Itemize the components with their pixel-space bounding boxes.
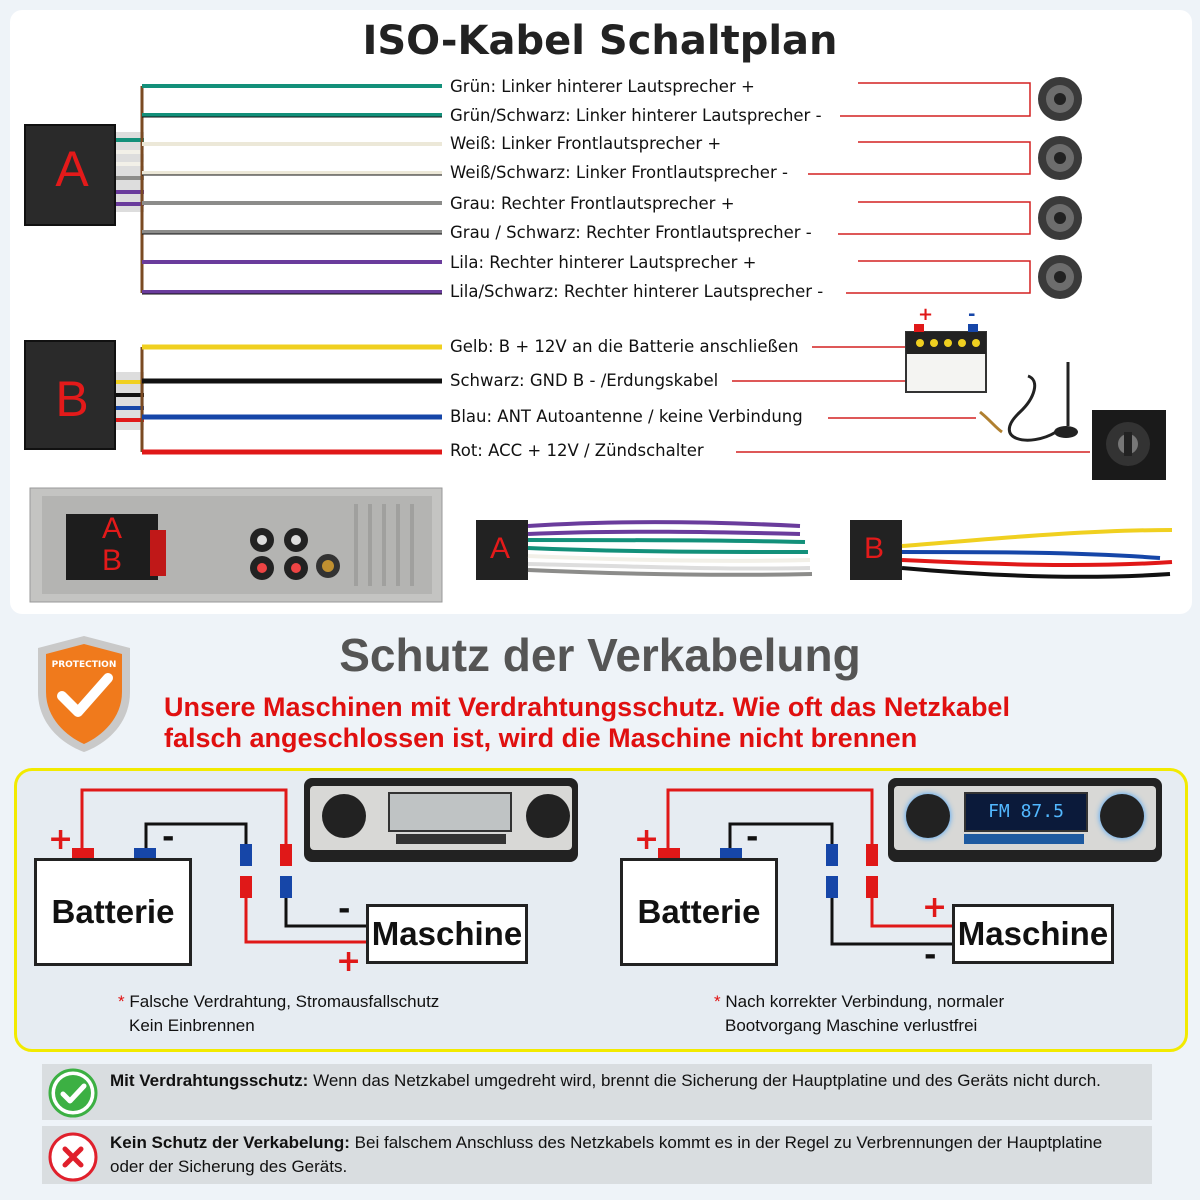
protection-note-line2: falsch angeschlossen ist, wird die Masch… xyxy=(164,723,918,753)
right-machine-plus: + xyxy=(922,890,948,925)
info-row-unprotected: Kein Schutz der Verkabelung: Bei falsche… xyxy=(42,1126,1152,1184)
right-note: * Nach korrekter Verbindung, normaler Bo… xyxy=(714,990,1004,1038)
speaker-leaders xyxy=(808,82,1031,294)
protection-badge-text: PROTECTION xyxy=(51,660,117,670)
page-title: ISO-Kabel Schaltplan xyxy=(362,18,838,64)
info-protected-body: Wenn das Netzkabel umgedreht wird, brenn… xyxy=(308,1071,1101,1090)
left-battery-plus: + xyxy=(48,822,74,857)
wire-label-red: Rot: ACC + 12V / Zündschalter xyxy=(450,441,704,460)
right-battery-minus: - xyxy=(746,820,759,855)
wire-label-black: Schwarz: GND B - /Erdungskabel xyxy=(450,371,719,390)
battery-minus-sign: - xyxy=(968,304,976,325)
wire-label-blue: Blau: ANT Autoantenne / keine Verbindung xyxy=(450,407,803,426)
connector-b: B xyxy=(24,340,116,450)
left-note-line1: Falsche Verdrahtung, Stromausfallschutz xyxy=(129,992,440,1011)
protection-note-line1: Unsere Maschinen mit Verdrahtungsschutz.… xyxy=(164,692,1010,722)
wire-label-white-minus: Weiß/Schwarz: Linker Frontlautsprecher - xyxy=(450,163,788,182)
left-machine-box: Maschine xyxy=(366,904,528,964)
wire-label-yellow: Gelb: B + 12V an die Batterie anschließe… xyxy=(450,337,799,356)
ignition-icon xyxy=(1092,410,1166,480)
wire-label-grey-plus: Grau: Rechter Frontlautsprecher + xyxy=(450,194,735,213)
loose-connector-b-image xyxy=(850,520,1173,580)
right-note-line2: Bootvorgang Maschine verlustfrei xyxy=(725,1016,978,1035)
protection-title: Schutz der Verkabelung xyxy=(339,629,861,681)
speaker-icons xyxy=(1038,77,1082,299)
head-unit-back-image xyxy=(29,487,443,603)
info-unprotected-body: Bei falschem Anschluss des Netzkabels ko… xyxy=(110,1133,1103,1176)
protection-shield-icon xyxy=(38,636,130,752)
antenna-icon xyxy=(979,362,1078,442)
connector-a-pins xyxy=(114,132,144,212)
connector-a-letter: A xyxy=(55,141,89,197)
wires-b-lines xyxy=(142,344,442,455)
car-radio-left-image xyxy=(304,778,578,862)
left-machine-plus: + xyxy=(336,944,362,979)
wire-label-grey-minus: Grau / Schwarz: Rechter Frontlautspreche… xyxy=(450,223,812,242)
loose-connector-a-label: A xyxy=(490,532,511,565)
wire-label-purple-minus: Lila/Schwarz: Rechter hinterer Lautsprec… xyxy=(450,282,824,301)
info-row-unprotected-text: Kein Schutz der Verkabelung: Bei falsche… xyxy=(110,1131,1140,1179)
wire-label-white-plus: Weiß: Linker Frontlautsprecher + xyxy=(450,134,722,153)
left-battery-box: Batterie xyxy=(34,858,192,966)
right-battery-box: Batterie xyxy=(620,858,778,966)
wire-label-green-minus: Grün/Schwarz: Linker hinterer Lautsprech… xyxy=(450,106,822,125)
left-machine-minus: - xyxy=(338,892,351,927)
left-wiring xyxy=(72,788,366,944)
connector-b-pins xyxy=(114,372,144,430)
battery-icon xyxy=(905,324,987,393)
right-machine-box: Maschine xyxy=(952,904,1114,964)
wiring-diagram xyxy=(29,77,1173,603)
wire-label-green-plus: Grün: Linker hinterer Lautsprecher + xyxy=(450,77,755,96)
left-battery-minus: - xyxy=(162,820,175,855)
right-note-star: * xyxy=(714,992,721,1011)
info-protected-bold: Mit Verdrahtungsschutz: xyxy=(110,1071,309,1090)
wires-a-lines xyxy=(142,84,442,295)
car-radio-right-image: FM 87.5 xyxy=(888,778,1162,862)
check-icon xyxy=(48,1068,98,1118)
loose-connector-b-label: B xyxy=(864,532,885,565)
right-wiring xyxy=(658,788,952,946)
right-machine-minus: - xyxy=(924,938,937,973)
comparison-wiring xyxy=(72,788,952,946)
unit-socket-a-label: A xyxy=(102,512,123,545)
info-row-protected: Mit Verdrahtungsschutz: Wenn das Netzkab… xyxy=(42,1064,1152,1120)
connector-a: A xyxy=(24,124,116,226)
right-note-line1: Nach korrekter Verbindung, normaler xyxy=(725,992,1005,1011)
left-note: * Falsche Verdrahtung, Stromausfallschut… xyxy=(118,990,439,1038)
cross-icon xyxy=(48,1132,98,1182)
loose-connector-a-image xyxy=(476,520,813,580)
unit-socket-b-label: B xyxy=(102,544,123,577)
left-note-line2: Kein Einbrennen xyxy=(129,1016,255,1035)
info-row-protected-text: Mit Verdrahtungsschutz: Wenn das Netzkab… xyxy=(110,1069,1140,1093)
info-unprotected-bold: Kein Schutz der Verkabelung: xyxy=(110,1133,350,1152)
battery-plus-sign: + xyxy=(918,304,934,325)
b-leaders xyxy=(732,346,1090,453)
wire-label-purple-plus: Lila: Rechter hinterer Lautsprecher + xyxy=(450,253,757,272)
connector-b-letter: B xyxy=(55,371,89,427)
right-battery-plus: + xyxy=(634,822,660,857)
radio-display: FM 87.5 xyxy=(964,792,1088,832)
left-note-star: * xyxy=(118,992,125,1011)
